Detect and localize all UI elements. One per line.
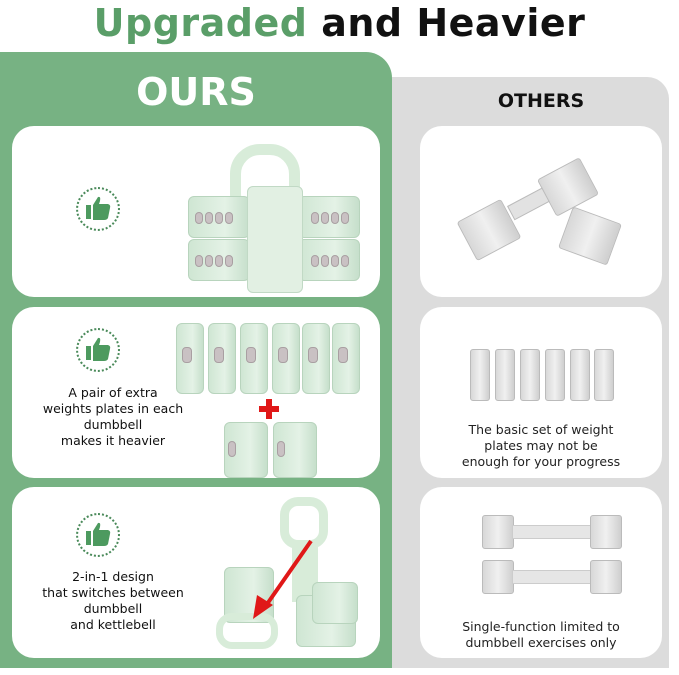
text-line: enough for your progress bbox=[461, 454, 621, 469]
plus-icon bbox=[259, 399, 279, 419]
text-line: Single-function limited to bbox=[462, 619, 620, 634]
others-feature-text-3: Single-function limited to dumbbell exer… bbox=[420, 619, 662, 651]
title-rest: and Heavier bbox=[321, 1, 586, 45]
thumbs-up-icon bbox=[76, 328, 120, 372]
text-line: weights plates in each bbox=[42, 401, 184, 416]
ours-heading: OURS bbox=[136, 70, 256, 114]
text-line: 2-in-1 design bbox=[72, 569, 154, 584]
text-line: A pair of extra bbox=[68, 385, 158, 400]
others-card-2: The basic set of weight plates may not b… bbox=[420, 307, 662, 478]
text-line: and kettlebell bbox=[70, 617, 156, 632]
text-line: that switches between bbox=[42, 585, 184, 600]
others-card-3: Single-function limited to dumbbell exer… bbox=[420, 487, 662, 658]
ours-card-3: 2-in-1 design that switches between dumb… bbox=[12, 487, 380, 658]
text-line: dumbbell bbox=[83, 601, 143, 616]
ours-feature-text-3: 2-in-1 design that switches between dumb… bbox=[18, 569, 208, 633]
text-line: dumbbell exercises only bbox=[465, 635, 617, 650]
text-line: makes it heavier bbox=[60, 433, 166, 448]
text-line: The basic set of weight bbox=[468, 422, 614, 437]
page-title: Upgraded and Heavier bbox=[0, 0, 679, 50]
ours-feature-text-2: A pair of extra weights plates in each d… bbox=[18, 385, 208, 449]
thumbs-up-icon bbox=[76, 187, 120, 231]
arrow-icon bbox=[253, 539, 313, 619]
others-heading: OTHERS bbox=[497, 90, 585, 112]
others-feature-text-2: The basic set of weight plates may not b… bbox=[420, 422, 662, 470]
thumbs-up-icon bbox=[76, 513, 120, 557]
text-line: plates may not be bbox=[484, 438, 598, 453]
ours-card-1 bbox=[12, 126, 380, 297]
title-highlight: Upgraded bbox=[93, 1, 308, 45]
ours-card-2: A pair of extra weights plates in each d… bbox=[12, 307, 380, 478]
others-card-1 bbox=[420, 126, 662, 297]
text-line: dumbbell bbox=[83, 417, 143, 432]
